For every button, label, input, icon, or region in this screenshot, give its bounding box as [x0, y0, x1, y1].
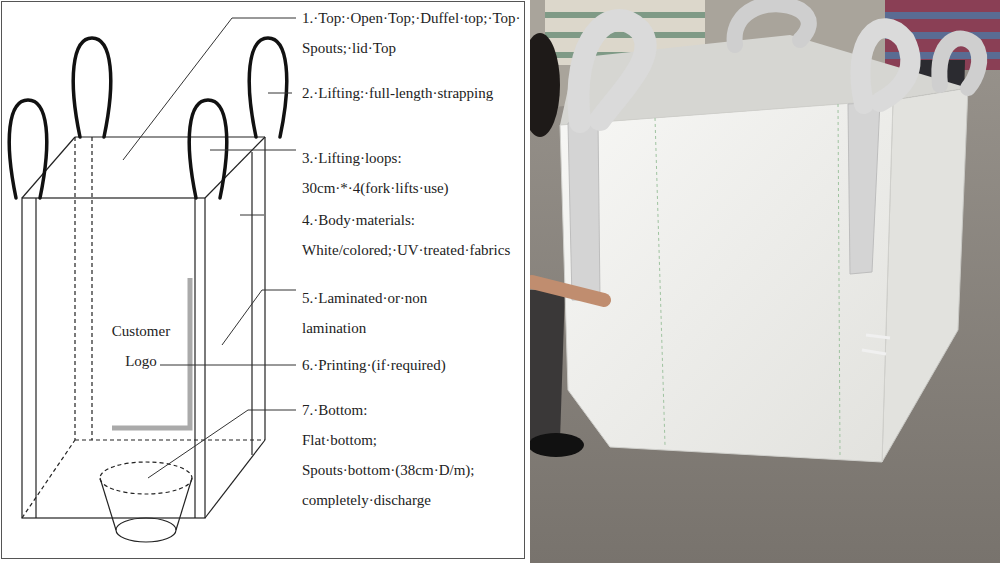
leader-line — [240, 215, 264, 216]
lifting-loop — [73, 38, 111, 137]
spout-opening — [116, 518, 176, 542]
spout-side — [176, 478, 192, 530]
spout-rim — [100, 462, 192, 494]
panel-frame — [2, 2, 525, 559]
person-arm — [532, 282, 604, 300]
spout-side — [100, 478, 116, 530]
shirt-stripe — [885, 12, 1000, 19]
leader-line — [160, 365, 296, 366]
leader-line — [148, 410, 296, 478]
bag-loop — [735, 4, 809, 45]
callout-label: 3.·Lifting·loops: 30cm·*·4(fork·lifts·us… — [302, 143, 520, 203]
lifting-loop — [249, 38, 287, 137]
bag-stripe — [545, 32, 705, 38]
strapping-line — [35, 198, 36, 518]
lifting-loop — [189, 100, 227, 198]
hidden-edge — [75, 439, 265, 440]
bag-side — [882, 88, 968, 462]
bag-edge — [205, 440, 265, 518]
strapping-line — [194, 198, 195, 518]
callout-label: 6.·Printing·(if·required) — [302, 350, 520, 380]
leader-line — [123, 18, 296, 160]
callout-label: 2.·Lifting:·full-length·strapping — [302, 78, 520, 108]
callout-label: 1.·Top:·Open·Top;·Duffel·top;·Top· Spout… — [302, 3, 520, 63]
shoe — [530, 433, 584, 457]
bag-loop — [860, 28, 910, 104]
callout-label: 4.·Body·materials: White/colored;·UV·tre… — [302, 205, 520, 265]
hidden-edge — [22, 440, 75, 518]
person-hair — [530, 33, 560, 137]
person-legs — [530, 290, 565, 440]
callout-label: 5.·Laminated·or·non lamination — [302, 283, 520, 343]
bag-seam — [655, 118, 665, 445]
callout-label: 7.·Bottom: Flat·bottom; Spouts·bottom·(3… — [302, 395, 520, 515]
bag-front — [560, 100, 893, 462]
leader-line — [210, 150, 296, 151]
bag-loop — [578, 20, 645, 122]
bag-strap — [848, 102, 880, 274]
bag-edge — [264, 137, 265, 440]
bag-strap — [568, 121, 600, 300]
bag-seam — [838, 104, 840, 455]
leader-line — [268, 93, 292, 94]
hidden-strapping — [91, 137, 92, 440]
logo-label: Customer Logo — [100, 316, 182, 376]
tie-strap — [866, 335, 890, 338]
lifting-loop — [9, 100, 47, 198]
hidden-edge — [74, 137, 75, 440]
bag-edge — [205, 137, 265, 198]
bag-front-face — [22, 198, 205, 518]
tie-strap — [862, 350, 886, 354]
bag-edge — [22, 137, 75, 198]
floor — [530, 0, 1000, 563]
bag-loop — [939, 38, 979, 88]
leader-line — [222, 290, 296, 345]
